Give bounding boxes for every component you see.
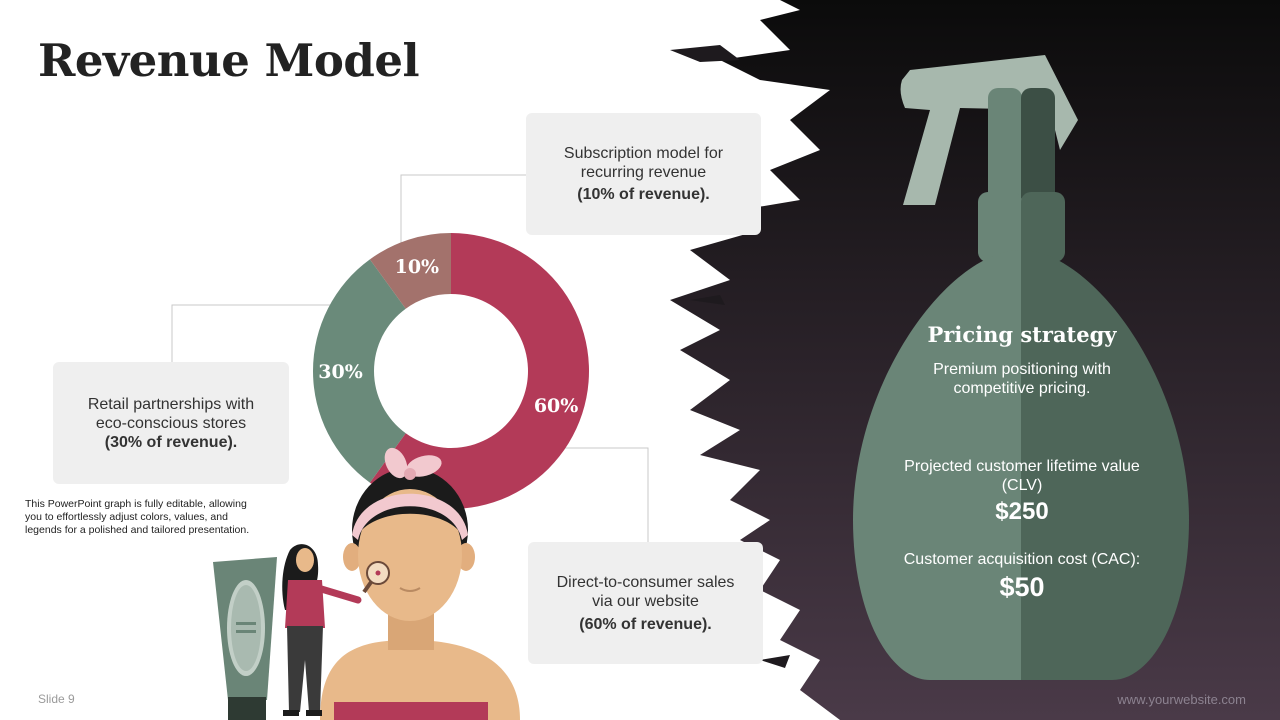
slice-label: 10%	[395, 256, 440, 278]
small-woman-figure	[282, 544, 390, 716]
callout-text: eco-conscious stores	[95, 414, 247, 432]
slice-label: 60%	[534, 395, 579, 417]
callout-dtc: Direct-to-consumer sales via our website…	[528, 542, 763, 664]
website-url: www.yourwebsite.com	[1117, 692, 1246, 707]
clv-label-line: Projected customer lifetime value	[904, 458, 1140, 475]
connector-retail	[171, 304, 330, 370]
pricing-title: Pricing strategy	[927, 322, 1117, 347]
woman-face-figure	[320, 447, 520, 720]
callout-retail: Retail partnerships with eco-conscious s…	[53, 362, 289, 484]
cac-value: $50	[999, 572, 1045, 602]
callout-percent: (30% of revenue).	[104, 433, 238, 451]
bottle-neck-light	[988, 88, 1022, 208]
bottle-neck-dark	[1021, 88, 1055, 208]
callout-subscription: Subscription model for recurring revenue…	[526, 113, 761, 235]
callout-percent: (60% of revenue).	[579, 615, 712, 633]
slice-subscription	[369, 233, 451, 309]
callout-text: via our website	[592, 592, 699, 610]
clv-value: $250	[995, 498, 1049, 525]
callout-percent: (10% of revenue).	[577, 186, 710, 203]
callout-text: Retail partnerships with	[87, 395, 255, 413]
bottle-body-dark	[1021, 250, 1189, 680]
connector-subscription	[400, 174, 535, 268]
page-title: Revenue Model	[38, 34, 420, 87]
clv-label-line: (CLV)	[1001, 477, 1043, 494]
bottle-collar-light	[978, 192, 1022, 262]
slice-retail	[312, 259, 406, 483]
pricing-subtitle-line: competitive pricing.	[953, 380, 1091, 397]
pricing-subtitle: Premium positioning with competitive pri…	[880, 360, 1164, 398]
editable-note: This PowerPoint graph is fully editable,…	[25, 498, 250, 536]
connector-dtc	[565, 447, 649, 553]
spray-bottle	[853, 55, 1189, 680]
clv-label: Projected customer lifetime value (CLV)	[880, 457, 1164, 495]
pricing-subtitle-line: Premium positioning with	[933, 361, 1111, 378]
bottle-body-light	[853, 250, 1021, 680]
cream-tube	[213, 557, 277, 720]
slide-number: Slide 9	[38, 692, 75, 706]
cac-label: Customer acquisition cost (CAC):	[903, 551, 1141, 568]
callout-text: Direct-to-consumer sales	[556, 573, 735, 591]
slice-dtc	[369, 233, 589, 509]
slice-label: 30%	[318, 361, 363, 383]
callout-text: Subscription model for	[563, 145, 724, 162]
bottle-collar-dark	[1021, 192, 1065, 262]
callout-text: recurring revenue	[580, 164, 707, 181]
